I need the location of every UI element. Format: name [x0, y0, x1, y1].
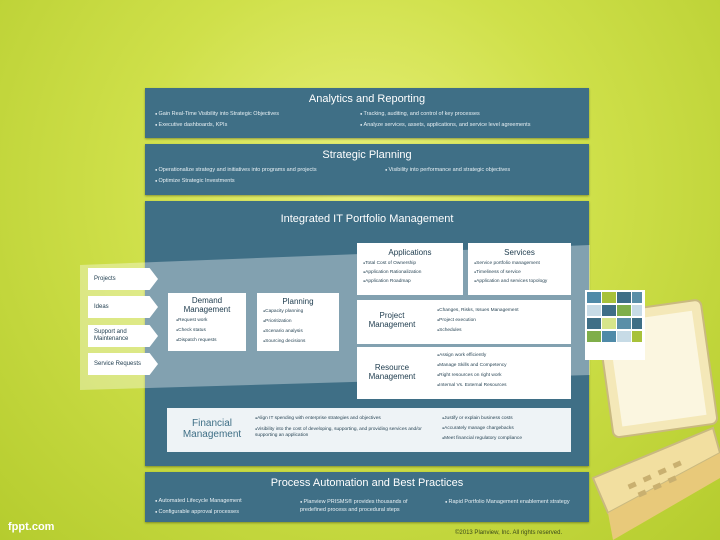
resource-bullet: Internal Vs. External Resources: [437, 383, 507, 388]
financial-management-box: Financial Management Align IT spending w…: [167, 408, 571, 452]
project-management-box: Project Management Changes, Risks, Issue…: [357, 300, 571, 344]
strategic-title: Strategic Planning: [145, 149, 589, 161]
strategic-bullet: Operationalize strategy and initiatives …: [155, 167, 317, 173]
applications-bullet: Application Rationalization: [363, 270, 421, 275]
planning-title: Planning: [257, 297, 339, 306]
project-bullet: Schedules: [437, 328, 462, 333]
resource-bullet: Assign work efficiently: [437, 353, 486, 358]
copyright-text: ©2013 Planview, Inc. All rights reserved…: [455, 530, 562, 536]
analytics-reporting-panel: Analytics and Reporting Gain Real-Time V…: [145, 88, 589, 138]
demand-title: Demand Management: [168, 296, 246, 314]
financial-bullet: Align IT spending with enterprise strate…: [255, 416, 381, 421]
financial-bullet: Meet financial regulatory compliance: [442, 436, 522, 441]
demand-bullet: Request work: [176, 318, 207, 323]
applications-title: Applications: [357, 248, 463, 257]
strategic-planning-panel: Strategic Planning Operationalize strate…: [145, 144, 589, 195]
planning-box: Planning Capacity planning Prioritizatio…: [257, 293, 339, 351]
strategic-bullet: Visibility into performance and strategi…: [385, 167, 510, 173]
resource-bullet: Manage Skills and Competency: [437, 363, 507, 368]
demand-bullet: Dispatch requests: [176, 338, 217, 343]
footer-brand: fppt.com: [8, 521, 54, 533]
planning-bullet: Sourcing decisions: [263, 339, 305, 344]
analytics-bullet: Executive dashboards, KPIs: [155, 122, 227, 128]
applications-bullet: Total Cost of Ownership: [363, 261, 416, 266]
demand-management-box: Demand Management Request work Check sta…: [168, 293, 246, 351]
input-ideas: Ideas: [88, 296, 158, 318]
project-title: Project Management: [363, 311, 421, 329]
project-bullet: Project execution: [437, 318, 476, 323]
process-bullet: Planview PRISMS® provides thousands of p…: [300, 498, 435, 514]
financial-bullet: Accurately manage chargebacks: [442, 426, 514, 431]
analytics-bullet: Gain Real-Time Visibility into Strategic…: [155, 111, 279, 117]
applications-box: Applications Total Cost of Ownership App…: [357, 243, 463, 295]
resource-bullet: Right resources on right work: [437, 373, 502, 378]
process-bullet: Configurable approval processes: [155, 509, 239, 515]
input-projects: Projects: [88, 268, 158, 290]
financial-title: Financial Management: [173, 418, 251, 440]
analytics-bullet: Analyze services, assets, applications, …: [360, 122, 530, 128]
resource-title: Resource Management: [363, 363, 421, 381]
services-bullet: Application and services topology: [474, 279, 547, 284]
input-service-requests: Service Requests: [88, 353, 158, 375]
demand-bullet: Check status: [176, 328, 206, 333]
financial-bullet: Visibility into the cost of developing, …: [255, 426, 435, 439]
process-title: Process Automation and Best Practices: [145, 477, 589, 489]
process-bullet: Automated Lifecycle Management: [155, 498, 242, 504]
analytics-title: Analytics and Reporting: [145, 93, 589, 105]
services-box: Services Service portfolio management Ti…: [468, 243, 571, 295]
analytics-bullet: Tracking, auditing, and control of key p…: [360, 111, 480, 117]
resource-management-box: Resource Management Assign work efficien…: [357, 347, 571, 399]
services-bullet: Service portfolio management: [474, 261, 540, 266]
services-bullet: Timeliness of service: [474, 270, 521, 275]
process-automation-panel: Process Automation and Best Practices Au…: [145, 472, 589, 522]
planning-bullet: Scenario analysis: [263, 329, 303, 334]
services-title: Services: [468, 248, 571, 257]
process-bullet: Rapid Portfolio Management enablement st…: [445, 498, 580, 506]
color-grid-graphic: [585, 290, 645, 360]
integrated-title: Integrated IT Portfolio Management: [145, 213, 589, 225]
planning-bullet: Prioritization: [263, 319, 292, 324]
input-support-maintenance: Support and Maintenance: [88, 325, 158, 347]
applications-bullet: Application Roadmap: [363, 279, 411, 284]
planning-bullet: Capacity planning: [263, 309, 303, 314]
project-bullet: Changes, Risks, Issues Management: [437, 308, 519, 313]
financial-bullet: Justify or explain business costs: [442, 416, 513, 421]
strategic-bullet: Optimize Strategic Investments: [155, 178, 235, 184]
